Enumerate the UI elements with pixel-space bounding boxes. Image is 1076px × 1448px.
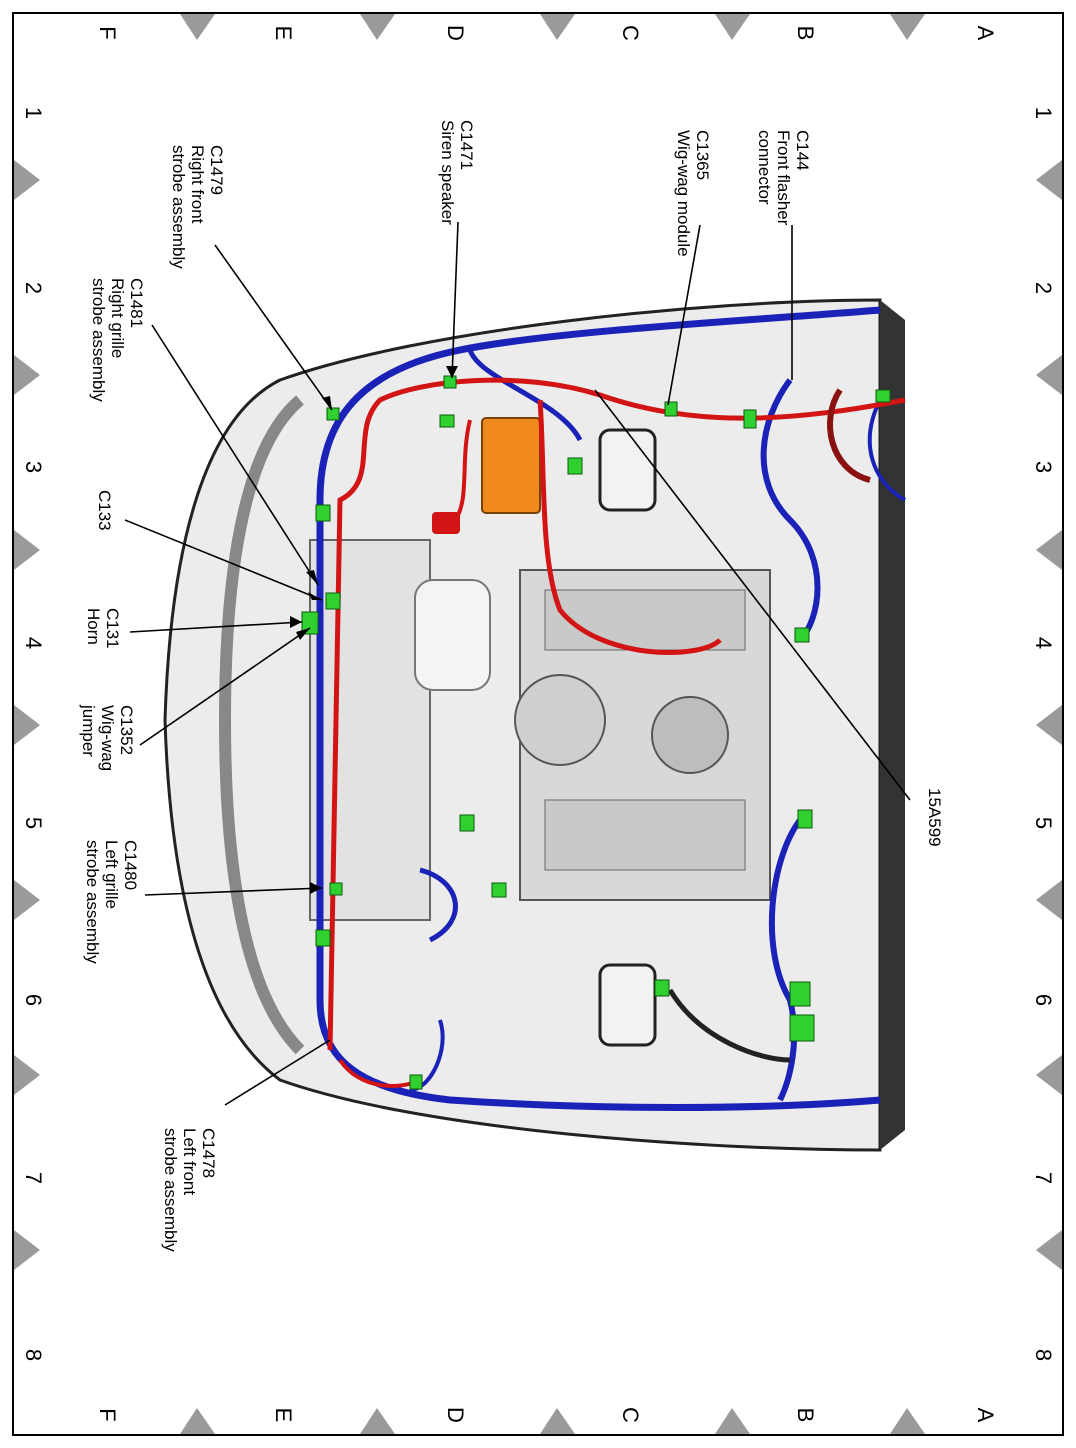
callout-harness-15a599: 15A599 xyxy=(925,788,944,847)
callout-c1352-line3: jumper xyxy=(79,705,98,757)
grid-number-6-left: 6 xyxy=(21,993,46,1007)
callout-c1479-line1: C1479 xyxy=(207,145,226,196)
grid-number-4-left: 4 xyxy=(21,636,46,650)
grid-letter-e-bottom: E xyxy=(271,1407,296,1423)
callout-c1480-line1: C1480 xyxy=(121,840,140,891)
callout-c1481-line3: strobe assembly xyxy=(89,278,108,402)
grid-letter-f-top: F xyxy=(95,26,120,40)
grid-number-7-right: 7 xyxy=(1031,1171,1056,1185)
callout-c1481-line1: C1481 xyxy=(127,278,146,329)
grid-number-7-left: 7 xyxy=(21,1171,46,1185)
callout-c1365: C1365 Wig-wag module xyxy=(674,130,712,257)
callout-c1478-line3: strobe assembly xyxy=(161,1128,180,1252)
callout-c1481-line2: Right grille xyxy=(108,278,127,359)
callout-c1471: C1471 Siren speaker xyxy=(438,120,476,225)
callout-c1479: C1479 Right front strobe assembly xyxy=(169,145,226,269)
grid-number-1-right: 1 xyxy=(1031,106,1056,120)
callout-harness-line1: 15A599 xyxy=(925,788,944,847)
grid-number-2-left: 2 xyxy=(21,281,46,295)
grid-number-2-right: 2 xyxy=(1031,281,1056,295)
callout-c131: C131 Horn xyxy=(84,608,122,649)
callout-c131-line2: Horn xyxy=(84,608,103,645)
grid-number-5-left: 5 xyxy=(21,816,46,830)
callout-c144-line3: connector xyxy=(755,130,774,205)
grid-number-3-left: 3 xyxy=(21,460,46,474)
grid-number-8-left: 8 xyxy=(21,1348,46,1362)
grid-letter-b-bottom: B xyxy=(793,1407,818,1423)
callout-c1471-line2: Siren speaker xyxy=(438,120,457,225)
grid-number-3-right: 3 xyxy=(1031,460,1056,474)
grid-letter-d-bottom: D xyxy=(443,1407,468,1423)
callout-c1479-line3: strobe assembly xyxy=(169,145,188,269)
grid-letter-b-top: B xyxy=(793,25,818,41)
grid-number-8-right: 8 xyxy=(1031,1348,1056,1362)
callout-c133: C133 xyxy=(95,490,114,531)
callout-c1480-line3: strobe assembly xyxy=(83,840,102,964)
grid-number-1-left: 1 xyxy=(21,106,46,120)
callout-c1478-line2: Left front xyxy=(180,1128,199,1196)
callout-c1478-line1: C1478 xyxy=(199,1128,218,1179)
grid-letter-d-top: D xyxy=(443,25,468,41)
grid-letter-e-top: E xyxy=(271,25,296,41)
grid-letter-c-bottom: C xyxy=(618,1407,643,1423)
callout-c133-line1: C133 xyxy=(95,490,114,531)
callout-c1480-line2: Left grille xyxy=(102,840,121,909)
grid-number-4-right: 4 xyxy=(1031,636,1056,650)
callout-c1480: C1480 Left grille strobe assembly xyxy=(83,840,140,964)
grid-number-6-right: 6 xyxy=(1031,993,1056,1007)
callout-c1481: C1481 Right grille strobe assembly xyxy=(89,278,146,402)
callout-c1365-line1: C1365 xyxy=(693,130,712,181)
callout-c144: C144 Front flasher connector xyxy=(755,130,812,225)
grid-letter-c-top: C xyxy=(618,25,643,41)
callout-c1352-line2: Wig-wag xyxy=(98,705,117,772)
callout-c144-line1: C144 xyxy=(793,130,812,171)
grid-number-5-right: 5 xyxy=(1031,816,1056,830)
grid-letter-a-bottom: A xyxy=(973,1407,998,1423)
callout-c1478: C1478 Left front strobe assembly xyxy=(161,1128,218,1252)
callout-c1471-line1: C1471 xyxy=(457,120,476,171)
callout-c1352-line1: C1352 xyxy=(117,705,136,756)
callout-c1365-line2: Wig-wag module xyxy=(674,130,693,257)
callout-c131-line1: C131 xyxy=(103,608,122,649)
grid-letter-f-bottom: F xyxy=(95,1408,120,1422)
callout-c1479-line2: Right front xyxy=(188,145,207,224)
grid-letter-a-top: A xyxy=(973,25,998,41)
callout-c144-line2: Front flasher xyxy=(774,130,793,226)
callout-c1352: C1352 Wig-wag jumper xyxy=(79,705,136,771)
